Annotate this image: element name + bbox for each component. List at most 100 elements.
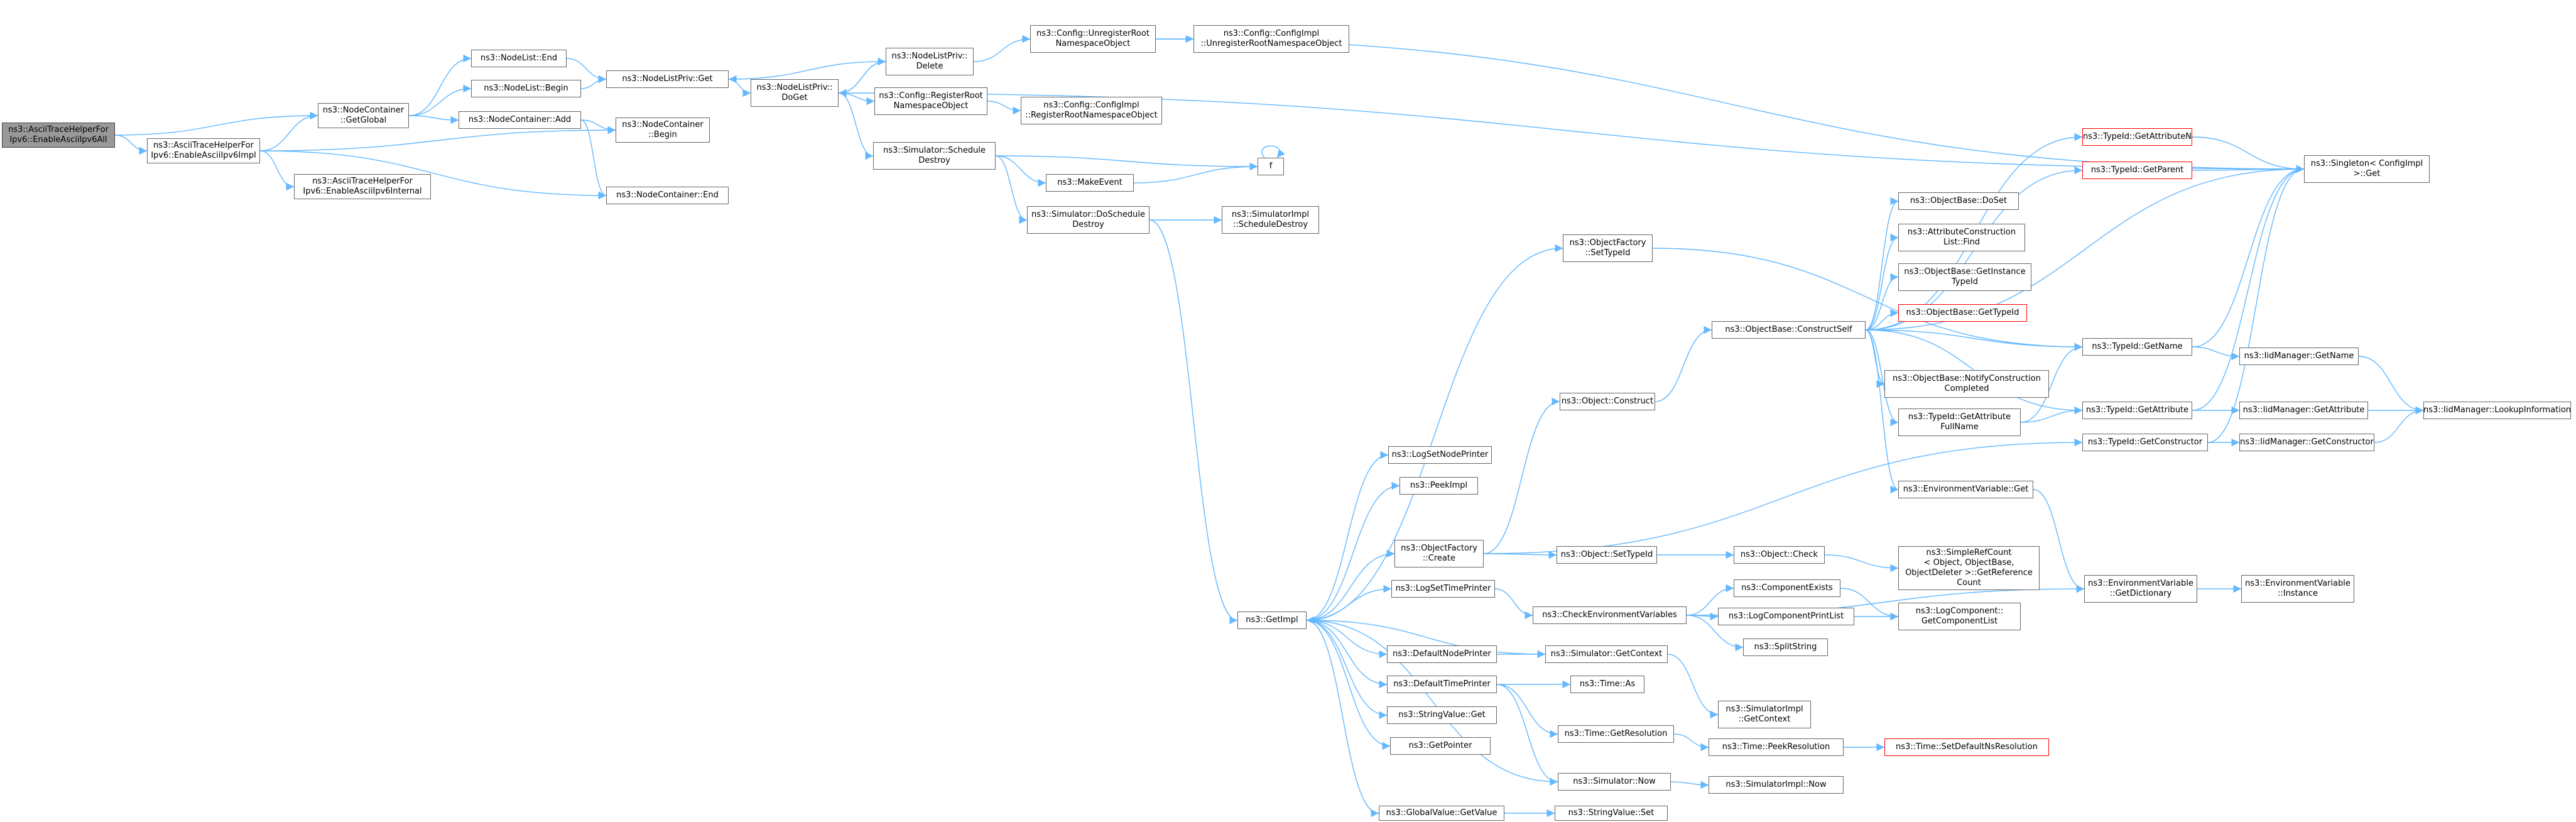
edge-simulator-get-context-to-simulator-impl-get-context: [1667, 654, 1719, 719]
edge-object-base-construct-self-to-object-base-do-set: [1865, 197, 1899, 331]
edge-iid-manager-get-constructor-to-iid-manager-lookup-information: [2374, 406, 2424, 443]
edge-check-environment-variables-to-component-exists: [1686, 584, 1734, 616]
node-node-list-end[interactable]: ns3::NodeList::End: [471, 50, 567, 67]
node-label-line: Count: [1957, 578, 1981, 588]
edge-object-base-construct-self-to-type-id-get-name: [1865, 329, 2083, 351]
node-node-container-get-global[interactable]: ns3::NodeContainer::GetGlobal: [318, 103, 409, 128]
node-default-time-printer[interactable]: ns3::DefaultTimePrinter: [1387, 676, 1497, 693]
node-node-container-begin[interactable]: ns3::NodeContainer::Begin: [616, 118, 710, 143]
node-environment-variable-get[interactable]: ns3::EnvironmentVariable::Get: [1898, 481, 2033, 498]
node-object-check[interactable]: ns3::Object::Check: [1734, 546, 1825, 564]
node-label-line: ns3::TypeId::GetAttribute: [1908, 412, 2011, 422]
node-time-get-resolution[interactable]: ns3::Time::GetResolution: [1558, 725, 1674, 743]
edge-node-list-priv-delete-to-node-list-priv-do-get: [838, 61, 886, 97]
node-environment-variable-get-dictionary[interactable]: ns3::EnvironmentVariable::GetDictionary: [2084, 575, 2197, 603]
node-log-component-print-list[interactable]: ns3::LogComponentPrintList: [1718, 608, 1854, 625]
edge-simulator-now-to-simulator-impl-now: [1670, 781, 1709, 789]
node-time-set-default-ns-resolution[interactable]: ns3::Time::SetDefaultNsResolution: [1884, 738, 2049, 756]
node-check-environment-variables[interactable]: ns3::CheckEnvironmentVariables: [1533, 606, 1687, 624]
node-simple-ref-count[interactable]: ns3::SimpleRefCount< Object, ObjectBase,…: [1898, 546, 2040, 590]
node-label-line: ns3::SimulatorImpl: [1231, 210, 1310, 219]
node-time-as[interactable]: ns3::Time::As: [1570, 676, 1644, 693]
node-iid-manager-lookup-information[interactable]: ns3::IidManager::LookupInformation: [2423, 402, 2571, 419]
node-global-value-get-value[interactable]: ns3::GlobalValue::GetValue: [1379, 806, 1504, 821]
node-label-line: ns3::MakeEvent: [1057, 178, 1122, 187]
node-environment-variable-instance[interactable]: ns3::EnvironmentVariable::Instance: [2241, 575, 2354, 603]
node-label-line: ns3::Time::GetResolution: [1564, 729, 1668, 738]
node-make-event[interactable]: ns3::MakeEvent: [1046, 174, 1134, 192]
node-label-line: ObjectDeleter >::GetReference: [1905, 568, 2033, 578]
node-node-container-add[interactable]: ns3::NodeContainer::Add: [459, 111, 581, 129]
edge-node-list-begin-to-node-list-priv-get: [580, 75, 607, 89]
node-simulator-impl-now[interactable]: ns3::SimulatorImpl::Now: [1709, 776, 1844, 794]
edge-type-id-get-name-to-iid-manager-get-name: [2192, 346, 2240, 361]
node-config-impl-unregister[interactable]: ns3::Config::ConfigImpl::UnregisterRootN…: [1193, 25, 1349, 53]
node-log-component-get-component-list[interactable]: ns3::LogComponent::GetComponentList: [1898, 603, 2021, 630]
node-label-line: ns3::TypeId::GetParent: [2090, 165, 2184, 175]
node-iid-manager-get-name[interactable]: ns3::IidManager::GetName: [2239, 348, 2359, 365]
node-simulator-impl-get-context[interactable]: ns3::SimulatorImpl::GetContext: [1718, 701, 1811, 728]
node-label-line: ns3::EnvironmentVariable::Get: [1903, 485, 2029, 494]
node-string-value-get[interactable]: ns3::StringValue::Get: [1387, 706, 1497, 724]
node-string-value-set[interactable]: ns3::StringValue::Set: [1555, 806, 1668, 821]
node-object-base-get-type-id[interactable]: ns3::ObjectBase::GetTypeId: [1898, 304, 2027, 322]
node-label-line: ns3::SplitString: [1754, 642, 1817, 652]
node-object-base-do-set[interactable]: ns3::ObjectBase::DoSet: [1898, 192, 2019, 210]
node-type-id-get-parent[interactable]: ns3::TypeId::GetParent: [2082, 162, 2192, 179]
node-time-peek-resolution[interactable]: ns3::Time::PeekResolution: [1709, 738, 1844, 756]
node-label-line: ns3::StringValue::Get: [1398, 710, 1486, 720]
node-log-set-node-printer[interactable]: ns3::LogSetNodePrinter: [1388, 446, 1492, 464]
node-object-set-type-id[interactable]: ns3::Object::SetTypeId: [1557, 546, 1657, 564]
node-default-node-printer[interactable]: ns3::DefaultNodePrinter: [1387, 645, 1497, 663]
node-node-list-priv-delete[interactable]: ns3::NodeListPriv::Delete: [886, 48, 974, 75]
node-singleton-get[interactable]: ns3::Singleton< ConfigImpl >::Get: [2304, 155, 2430, 183]
node-log-set-time-printer[interactable]: ns3::LogSetTimePrinter: [1391, 580, 1495, 598]
node-type-id-get-name[interactable]: ns3::TypeId::GetName: [2082, 338, 2192, 356]
node-simulator-now[interactable]: ns3::Simulator::Now: [1558, 773, 1671, 791]
node-get-pointer[interactable]: ns3::GetPointer: [1390, 737, 1491, 755]
node-iid-manager-get-attribute[interactable]: ns3::IidManager::GetAttribute: [2239, 402, 2368, 419]
node-label-line: ns3::LogComponentPrintList: [1728, 611, 1844, 621]
node-node-container-end[interactable]: ns3::NodeContainer::End: [606, 187, 729, 204]
node-type-id-get-constructor[interactable]: ns3::TypeId::GetConstructor: [2082, 434, 2208, 451]
node-f[interactable]: f: [1258, 158, 1284, 175]
node-object-factory-set-type-id[interactable]: ns3::ObjectFactory::SetTypeId: [1563, 234, 1653, 262]
edge-node-list-priv-get-to-node-list-priv-do-get: [728, 79, 751, 97]
node-split-string[interactable]: ns3::SplitString: [1743, 638, 1828, 656]
node-node-list-priv-get[interactable]: ns3::NodeListPriv::Get: [606, 70, 729, 88]
node-label-line: ns3::Object::SetTypeId: [1560, 550, 1653, 559]
node-object-factory-create[interactable]: ns3::ObjectFactory::Create: [1394, 540, 1484, 567]
node-label-line: ns3::ObjectBase::DoSet: [1910, 196, 2008, 206]
node-simulator-get-context[interactable]: ns3::Simulator::GetContext: [1545, 645, 1668, 663]
node-get-impl[interactable]: ns3::GetImpl: [1237, 611, 1307, 629]
node-label-line: ns3::NodeContainer: [322, 106, 405, 115]
node-node-list-begin[interactable]: ns3::NodeList::Begin: [471, 80, 581, 97]
node-simulator-impl-schedule-destroy[interactable]: ns3::SimulatorImpl::ScheduleDestroy: [1222, 206, 1319, 234]
node-object-base-construct-self[interactable]: ns3::ObjectBase::ConstructSelf: [1712, 321, 1866, 339]
edge-config-unregister-root-to-singleton-get: [1155, 38, 2305, 173]
edge-object-construct-to-object-base-construct-self: [1655, 326, 1712, 402]
edge-node-container-add-to-node-container-begin: [580, 119, 616, 134]
node-type-id-get-attribute[interactable]: ns3::TypeId::GetAttribute: [2082, 402, 2192, 419]
node-iid-manager-get-constructor[interactable]: ns3::IidManager::GetConstructor: [2239, 434, 2374, 451]
node-label-line: ns3::Simulator::GetContext: [1550, 649, 1663, 659]
node-type-id-get-attribute-n[interactable]: ns3::TypeId::GetAttributeN: [2082, 128, 2192, 146]
node-node-list-priv-do-get[interactable]: ns3::NodeListPriv::DoGet: [751, 79, 839, 107]
node-component-exists[interactable]: ns3::ComponentExists: [1734, 579, 1840, 597]
node-config-impl-register[interactable]: ns3::Config::ConfigImpl::RegisterRootNam…: [1021, 97, 1162, 124]
edge-type-id-get-attribute-to-singleton-get: [2192, 165, 2305, 411]
node-label-line: ns3::StringValue::Set: [1568, 808, 1655, 818]
node-peek-impl[interactable]: ns3::PeekImpl: [1399, 477, 1478, 495]
node-object-construct[interactable]: ns3::Object::Construct: [1560, 393, 1655, 410]
